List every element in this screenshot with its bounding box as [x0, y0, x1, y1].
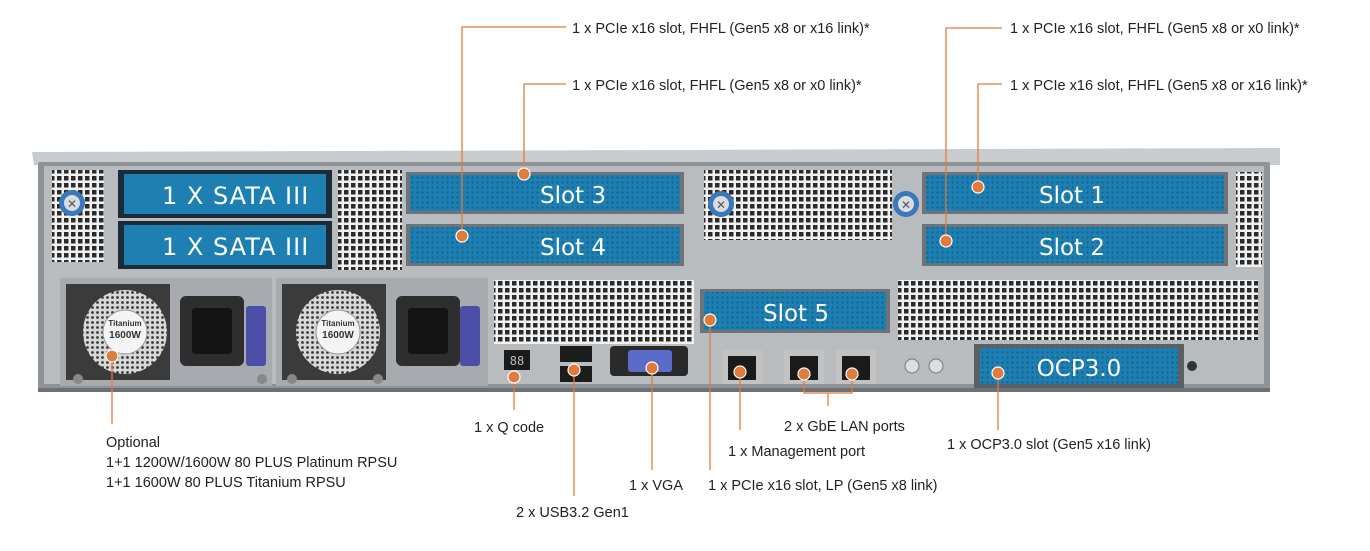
slot-2-label: Slot 2	[1039, 235, 1105, 261]
callout-slot5: 1 x PCIe x16 slot, LP (Gen5 x8 link)	[708, 478, 937, 494]
slot-1-label: Slot 1	[1039, 183, 1105, 209]
pcie-slot-1[interactable]: Slot 1	[922, 172, 1228, 214]
callout-mgmt: 1 x Management port	[728, 444, 865, 460]
psu-1[interactable]: Titanium 1600W	[60, 278, 272, 386]
callout-slot4: 1 x PCIe x16 slot, FHFL (Gen5 x8 or x16 …	[572, 21, 870, 37]
vga-port[interactable]	[610, 346, 688, 376]
leader-dots	[105, 167, 1005, 384]
thumbscrew-right[interactable]: ✕	[893, 191, 919, 217]
ocp-slot[interactable]: OCP3.0	[974, 344, 1197, 388]
thumbscrew-center[interactable]: ✕	[708, 191, 734, 217]
sata-bay-2-label: 1 X SATA III	[162, 233, 309, 261]
io-vent	[494, 280, 694, 344]
callout-lan: 2 x GbE LAN ports	[784, 419, 905, 435]
slot-4-label: Slot 4	[540, 235, 606, 261]
slot-5-label: Slot 5	[763, 301, 829, 327]
psu-2-watt: 1600W	[322, 330, 354, 341]
pcie-slot-3[interactable]: Slot 3	[406, 172, 684, 214]
lan-port-1[interactable]	[784, 350, 824, 384]
ground-screw-2	[928, 358, 944, 374]
pcie-slot-5[interactable]: Slot 5	[700, 289, 890, 333]
vent-right-edge	[1236, 172, 1262, 267]
vent-center	[704, 170, 892, 240]
slot-3-label: Slot 3	[540, 183, 606, 209]
callout-slot1: 1 x PCIe x16 slot, FHFL (Gen5 x8 or x16 …	[1010, 78, 1308, 94]
psu-2[interactable]: Titanium 1600W	[276, 278, 488, 386]
callout-ocp: 1 x OCP3.0 slot (Gen5 x16 link)	[947, 437, 1151, 453]
sata-bay-1[interactable]: 1 X SATA III	[118, 170, 332, 218]
q-code-display: 88	[504, 350, 530, 370]
vent-mid-left	[338, 170, 402, 270]
sata-bay-2[interactable]: 1 X SATA III	[118, 221, 332, 269]
pcie-slot-2[interactable]: Slot 2	[922, 224, 1228, 266]
ocp-label: OCP3.0	[1037, 356, 1122, 382]
svg-text:✕: ✕	[716, 198, 726, 212]
right-lower-vent	[898, 280, 1258, 340]
callout-vga: 1 x VGA	[629, 478, 683, 494]
psu-2-model: Titanium	[321, 319, 354, 328]
psu-1-watt: 1600W	[109, 330, 141, 341]
callout-qcode: 1 x Q code	[474, 420, 544, 436]
psu-1-model: Titanium	[108, 319, 141, 328]
callout-slot3: 1 x PCIe x16 slot, FHFL (Gen5 x8 or x0 l…	[572, 78, 862, 94]
svg-text:88: 88	[510, 354, 524, 368]
pcie-slot-4[interactable]: Slot 4	[406, 224, 684, 266]
leader-lines	[111, 26, 1002, 496]
thumbscrew-left[interactable]: ✕	[59, 190, 85, 216]
sata-bay-1-label: 1 X SATA III	[162, 182, 309, 210]
callout-usb: 2 x USB3.2 Gen1	[516, 505, 629, 521]
svg-text:✕: ✕	[67, 197, 77, 211]
callout-psu-line2: 1+1 1200W/1600W 80 PLUS Platinum RPSU	[106, 455, 397, 471]
svg-text:✕: ✕	[901, 198, 911, 212]
callout-psu-line3: 1+1 1600W 80 PLUS Titanium RPSU	[106, 475, 346, 491]
callout-slot2: 1 x PCIe x16 slot, FHFL (Gen5 x8 or x0 l…	[1010, 21, 1300, 37]
ground-screw-1	[904, 358, 920, 374]
callout-psu-line1: Optional	[106, 435, 160, 451]
left-vent	[52, 170, 104, 262]
